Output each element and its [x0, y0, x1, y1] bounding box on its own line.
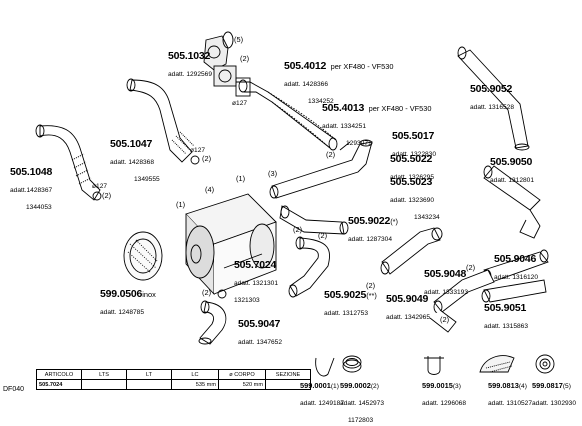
hardware-label-599-0015: 599.0015(3) adatt. 1296068 [422, 381, 466, 407]
hardware-heatshield-icon [479, 355, 515, 373]
part-label-505-9046: 505.9046 adatt. 1316120 [494, 253, 538, 281]
callout-qty: (2) [102, 191, 112, 200]
hardware-u-clamp-icon [424, 356, 444, 375]
part-599-0506-disc [123, 231, 163, 281]
cell-sezione [265, 379, 311, 390]
cell-lt [126, 379, 172, 390]
part-label-505-5023: 505.5023 adatt. 1323690 1343234 [390, 176, 440, 221]
hardware-gasket-icon [535, 354, 555, 374]
footer-label: DF040 [3, 386, 25, 393]
cell-lc: 535 mm [171, 379, 219, 390]
part-label-505-9047: 505.9047 adatt. 1347652 [238, 318, 282, 346]
part-505-1048-flex-pipe [35, 124, 102, 201]
part-label-505-7024: 505.7024 adatt. 1321301 1321303 [234, 259, 278, 304]
col-articolo: ARTICOLO [36, 369, 82, 380]
part-505-9025-pipe [288, 236, 330, 298]
hardware-ring-clamp-icon [342, 355, 362, 373]
col-lc: LC [171, 369, 219, 380]
callout-qty: (2) [293, 225, 303, 234]
part-505-1047-pipe [126, 78, 200, 165]
callout-qty: (2) [326, 150, 336, 159]
callout-qty: (3) [268, 169, 278, 178]
hardware-label-599-0813: 599.0813(4) adatt. 1310527 [488, 381, 532, 407]
part-label-505-9048: 505.9048 adatt. 1333193 [424, 268, 468, 296]
callout-qty: (5) [234, 35, 244, 44]
part-505-7024-muffler [185, 193, 277, 296]
callout-qty: (2) [240, 54, 250, 63]
col-lt: LT [126, 369, 172, 380]
part-label-505-9049: 505.9049 adatt. 1342965 [386, 293, 430, 321]
cell-corpo: 520 mm [218, 379, 266, 390]
part-label-505-1032: 505.1032 adatt. 1292569 [168, 50, 212, 78]
part-label-505-9022: 505.9022(*) adatt. 1287304 [348, 215, 399, 243]
part-505-9047-pipe [198, 289, 227, 345]
callout-qty: (1) [176, 200, 186, 209]
dimension-diameter: ø127 [92, 183, 108, 190]
exhaust-parts-diagram [35, 31, 555, 377]
callout-qty: (4) [205, 185, 215, 194]
part-label-505-4012: 505.4012 per XF480 - VF530 adatt. 142836… [284, 60, 394, 105]
part-505-9050-pipe [483, 165, 541, 239]
hardware-label-599-0001: 599.0001(1) adatt. 1249187 [300, 381, 344, 407]
part-label-505-9052: 505.9052 adatt. 1316528 [470, 83, 514, 111]
part-label-505-1048: 505.1048 adatt.1428367 1344053 [10, 166, 53, 211]
hardware-label-599-0817: 599.0817(5) adatt. 1302930 [532, 381, 576, 407]
part-505-9052-pipe [457, 46, 530, 151]
spec-table: ARTICOLO LTS LT LC ø CORPO SEZIONE 505.7… [36, 369, 311, 390]
hardware-label-599-0002: 599.0002(2) adatt. 1452973 1172803 [340, 381, 384, 424]
part-505-4012-flex-pipe [235, 77, 338, 151]
part-label-505-9050: 505.9050 adatt. 1312801 [490, 156, 534, 184]
callout-qty: (2) [366, 281, 376, 290]
part-label-505-5017: 505.5017 adatt. 1322830 [392, 130, 436, 158]
part-505-1032-bracket [203, 31, 237, 87]
part-label-505-1047: 505.1047 adatt. 1428368 1349555 [110, 138, 160, 183]
callout-qty: (2) [440, 315, 450, 324]
col-corpo: ø CORPO [218, 369, 266, 380]
hardware-clamp-icon [315, 357, 335, 377]
part-label-505-4013: 505.4013 per XF480 - VF530 adatt. 133425… [322, 102, 432, 147]
dimension-diameter: ø127 [190, 147, 206, 154]
callout-qty: (2) [466, 263, 476, 272]
part-505-5023-pipe [269, 139, 373, 199]
part-505-9022-pipe [279, 205, 349, 235]
col-lts: LTS [81, 369, 127, 380]
part-505-9051-pipe [481, 279, 547, 303]
spec-table-header: ARTICOLO LTS LT LC ø CORPO SEZIONE [36, 369, 311, 380]
part-label-599-0506: 599.0506inox adatt. 1248785 [100, 288, 156, 316]
part-505-9048-pipe [380, 227, 443, 275]
part-505-9049-pipe [429, 269, 495, 333]
dimension-diameter: ø127 [232, 100, 248, 107]
part-label-505-9025: 505.9025(**) adatt. 1312753 [324, 289, 377, 317]
table-row: 505.7024 535 mm 520 mm [36, 379, 311, 390]
callout-qty: (1) [236, 174, 246, 183]
part-label-505-9051: 505.9051 adatt. 1315863 [484, 302, 528, 330]
cell-articolo: 505.7024 [36, 379, 82, 390]
callout-qty: (2) [318, 231, 328, 240]
callout-qty: (2) [202, 288, 212, 297]
callout-qty: (2) [202, 154, 212, 163]
part-label-505-5022: 505.5022 adatt. 1326295 [390, 153, 434, 181]
cell-lts [81, 379, 127, 390]
